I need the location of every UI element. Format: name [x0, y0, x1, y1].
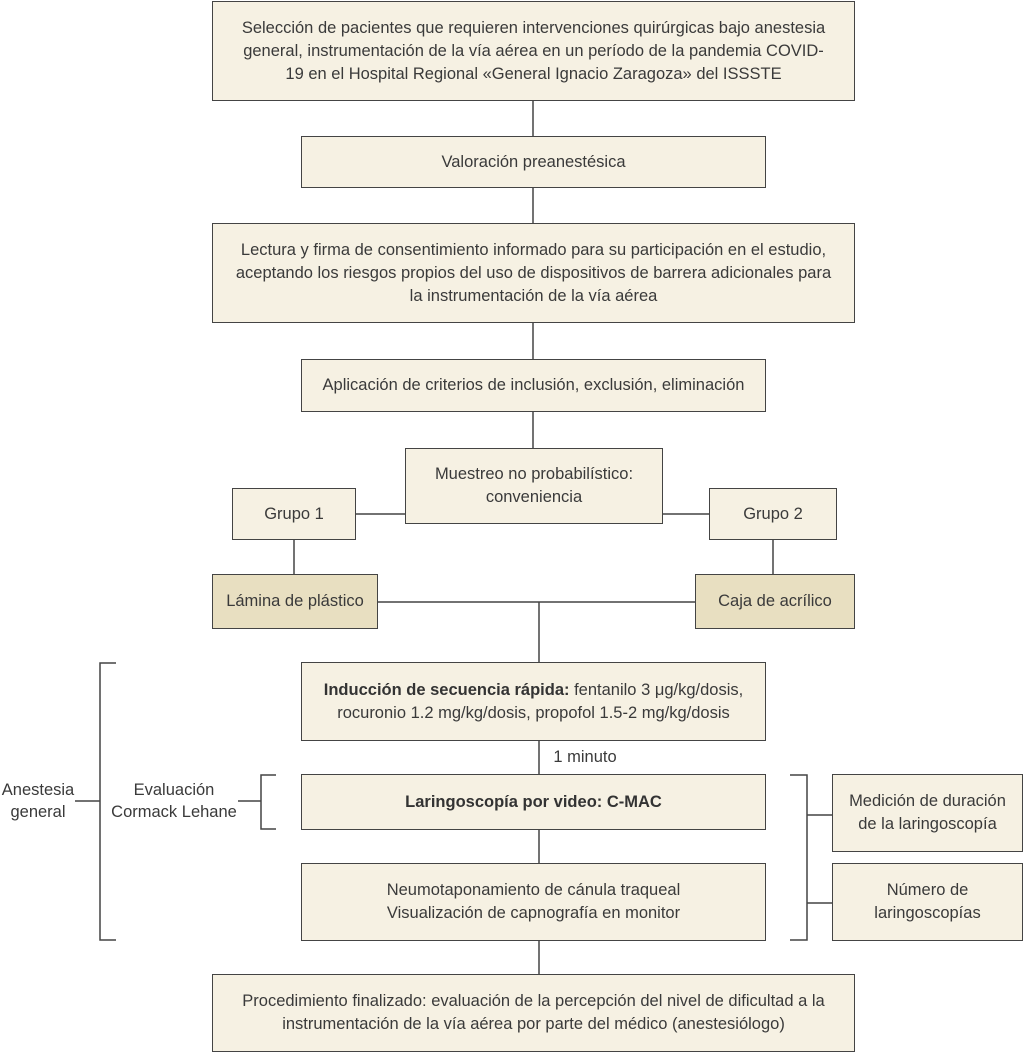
medicion-duracion-box: Medición de duración de la laringoscopía — [832, 774, 1023, 852]
evaluacion-line1: Evaluación — [133, 781, 215, 799]
numero-laringoscopias-box: Número de laringoscopías — [832, 863, 1023, 941]
laringoscopia-box: Laringoscopía por video: C-MAC — [301, 774, 766, 830]
induccion-box: Inducción de secuencia rápida: fentanilo… — [301, 662, 766, 741]
muestreo-line2: conveniencia — [485, 488, 583, 506]
caja-acrilico-text: Caja de acrílico — [718, 592, 832, 610]
valoracion-preanestesica-box: Valoración preanestésica — [301, 136, 766, 188]
seleccion-pacientes-text: Selección de pacientes que requieren int… — [241, 18, 826, 83]
grupo-2-text: Grupo 2 — [743, 504, 803, 523]
grupo-1-text: Grupo 1 — [264, 504, 324, 523]
anestesia-line1: Anestesia — [1, 781, 75, 799]
evaluacion-line2: Cormack Lehane — [111, 803, 237, 821]
consentimiento-text: Lectura y firma de consentimiento inform… — [235, 240, 832, 305]
caja-acrilico-box: Caja de acrílico — [695, 574, 855, 629]
evaluacion-cormack-label: Evaluación Cormack Lehane — [108, 779, 240, 823]
valoracion-preanestesica-text: Valoración preanestésica — [441, 152, 626, 171]
anestesia-general-label: Anestesia general — [0, 779, 76, 823]
lamina-plastico-box: Lámina de plástico — [212, 574, 378, 629]
muestreo-line1: Muestreo no probabilístico: — [434, 465, 634, 483]
induccion-rest-text: fentanilo 3 μg/kg/dosis, — [569, 680, 744, 699]
grupo-2-box: Grupo 2 — [709, 488, 837, 540]
laringoscopia-text: Laringoscopía por video: C-MAC — [405, 792, 662, 811]
criterios-text: Aplicación de criterios de inclusión, ex… — [322, 376, 745, 394]
anestesia-line2: general — [10, 803, 66, 821]
procedimiento-finalizado-box: Procedimiento finalizado: evaluación de … — [212, 974, 855, 1052]
procedimiento-line1: Procedimiento finalizado: evaluación de … — [242, 992, 825, 1010]
numero-line2: laringoscopías — [874, 904, 981, 922]
grupo-1-box: Grupo 1 — [232, 488, 356, 540]
seleccion-pacientes-box: Selección de pacientes que requieren int… — [212, 1, 855, 101]
numero-line1: Número de — [886, 881, 969, 899]
un-minuto-label: 1 minuto — [553, 748, 617, 766]
neumo-line2: Visualización de capnografía en monitor — [386, 904, 681, 922]
medicion-line1: Medición de duración — [849, 792, 1006, 810]
medicion-line2: de la laringoscopía — [858, 815, 997, 833]
consentimiento-box: Lectura y firma de consentimiento inform… — [212, 223, 855, 323]
procedimiento-line2: instrumentación de la vía aérea por part… — [282, 1015, 785, 1033]
lamina-plastico-text: Lámina de plástico — [226, 592, 364, 610]
induccion-bold-text: Inducción de secuencia rápida: — [323, 680, 570, 699]
neumotaponamiento-box: Neumotaponamiento de cánula traqueal Vis… — [301, 863, 766, 941]
criterios-box: Aplicación de criterios de inclusión, ex… — [301, 359, 766, 412]
muestreo-box: Muestreo no probabilístico: conveniencia — [405, 448, 663, 524]
induccion-line2: rocuronio 1.2 mg/kg/dosis, propofol 1.5-… — [337, 703, 730, 722]
neumo-line1: Neumotaponamiento de cánula traqueal — [386, 881, 681, 899]
